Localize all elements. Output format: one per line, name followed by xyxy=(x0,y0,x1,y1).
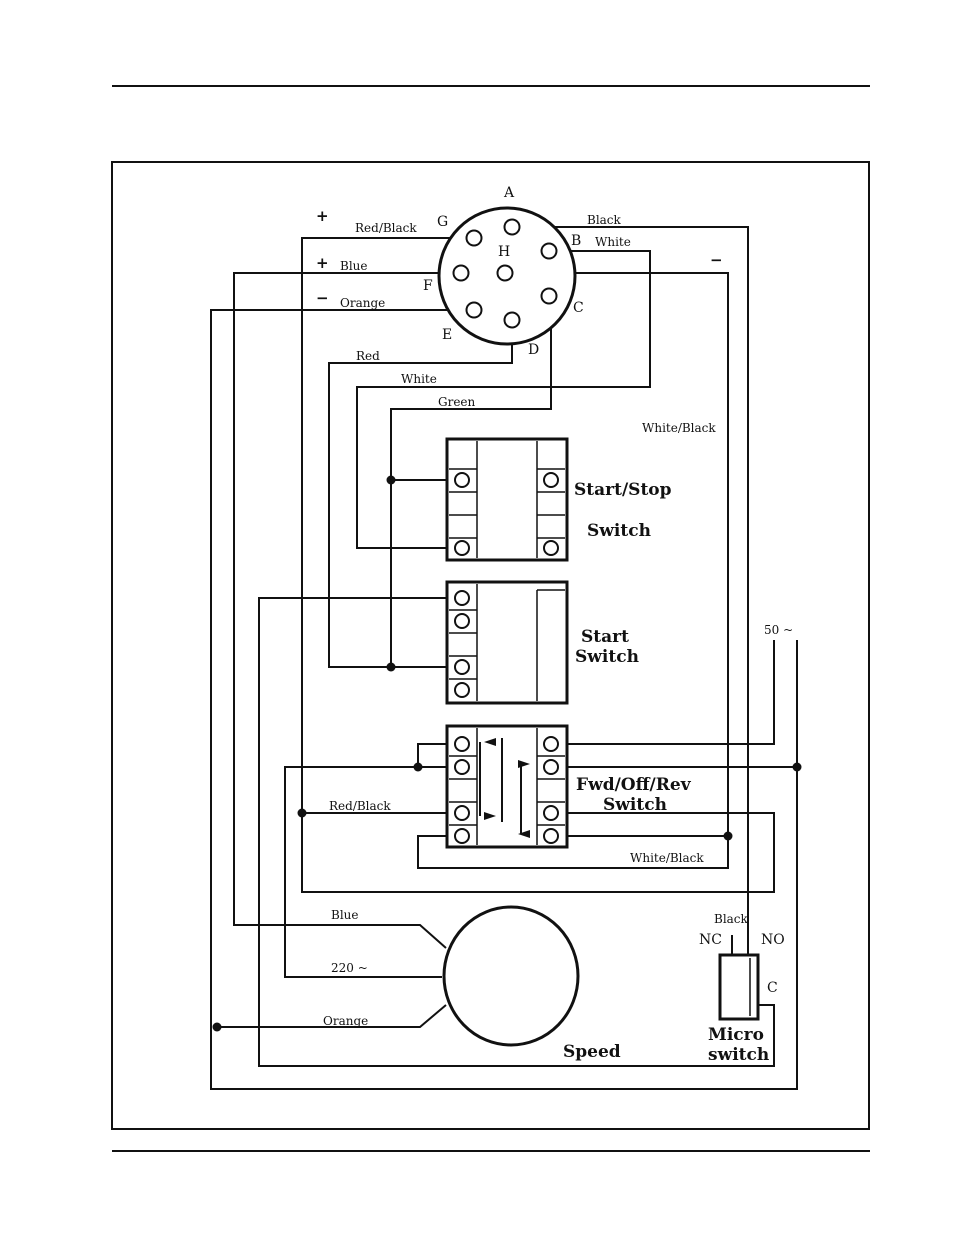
label-orange-top: Orange xyxy=(340,296,385,310)
start-stop-label-2: Switch xyxy=(587,521,651,541)
start-stop-switch xyxy=(445,437,569,562)
terminal xyxy=(543,540,559,556)
plus-sign: + xyxy=(316,254,329,272)
plus-sign: + xyxy=(316,207,329,225)
terminal xyxy=(543,759,559,775)
wire-black-a xyxy=(512,226,749,962)
terminal xyxy=(454,759,470,775)
label-blue-top: Blue xyxy=(340,259,368,273)
junction-dot xyxy=(297,808,307,818)
wire-50-ac xyxy=(553,640,775,745)
minus-sign: − xyxy=(316,289,329,307)
junction-dot xyxy=(723,831,733,841)
arrow-icon xyxy=(484,812,496,820)
start-stop-label-1: Start/Stop xyxy=(574,480,672,500)
label-white-black-top: White/Black xyxy=(642,421,716,435)
terminal xyxy=(543,805,559,821)
pin-label-h: H xyxy=(498,244,510,260)
wire-labels: Red/Black Black White Blue Orange Red Wh… xyxy=(323,213,793,1028)
label-220-ac: 220 ~ xyxy=(331,961,368,975)
label-50-ac: 50 ~ xyxy=(764,623,793,637)
pin-d-hole xyxy=(503,311,521,329)
label-white-top: White xyxy=(595,235,631,249)
junction-dot xyxy=(212,1022,222,1032)
junction-dots xyxy=(212,475,802,1032)
start-stop-switch-body xyxy=(445,437,569,562)
label-red: Red xyxy=(356,349,380,363)
micro-nc-label: NC xyxy=(699,932,722,948)
fwd-off-rev-label-2: Switch xyxy=(603,795,667,815)
speed-label: Speed xyxy=(563,1042,621,1062)
label-black-micro: Black xyxy=(714,912,749,926)
terminal xyxy=(454,736,470,752)
micro-no-label: NO xyxy=(761,932,785,948)
terminal xyxy=(543,736,559,752)
terminal xyxy=(454,805,470,821)
micro-c-label: C xyxy=(767,980,778,996)
label-blue-motor: Blue xyxy=(331,908,359,922)
start-switch xyxy=(445,580,569,705)
terminal xyxy=(454,590,470,606)
arrow-icon xyxy=(518,760,530,768)
speed-motor xyxy=(442,905,580,1047)
pin-label-d: D xyxy=(528,342,539,358)
pin-label-e: E xyxy=(442,327,452,343)
connector: A B C D E F G H xyxy=(423,185,584,358)
wire-red-black-g xyxy=(301,237,775,893)
pin-label-a: A xyxy=(503,185,515,201)
label-white-black-fwd: White/Black xyxy=(630,851,704,865)
micro-switch-body xyxy=(718,953,760,1021)
label-white-mid: White xyxy=(401,372,437,386)
pin-b-hole xyxy=(540,242,558,260)
pin-h-hole xyxy=(496,264,514,282)
junction-dot xyxy=(386,662,396,672)
junction-dot xyxy=(386,475,396,485)
pin-e-hole xyxy=(465,301,483,319)
arrow-icon xyxy=(518,830,530,838)
wire-white-b xyxy=(356,250,651,549)
terminal xyxy=(543,828,559,844)
pin-label-c: C xyxy=(573,300,584,316)
arrow-icon xyxy=(484,738,496,746)
terminal xyxy=(454,613,470,629)
pin-a-hole xyxy=(503,218,521,236)
fwd-off-rev-switch xyxy=(445,724,569,849)
start-label-1: Start xyxy=(581,627,629,647)
junction-dot xyxy=(413,762,423,772)
wire-220-ac xyxy=(284,766,442,978)
fwd-off-rev-label-1: Fwd/Off/Rev xyxy=(576,775,692,795)
terminal xyxy=(454,828,470,844)
pin-f-hole xyxy=(452,264,470,282)
terminal xyxy=(543,472,559,488)
junction-dot xyxy=(792,762,802,772)
minus-sign: − xyxy=(710,251,723,269)
label-red-black-top: Red/Black xyxy=(355,221,417,235)
wire-white-black-h xyxy=(417,272,729,869)
pin-label-g: G xyxy=(437,214,448,230)
micro-switch-label-2: switch xyxy=(708,1045,769,1065)
label-black-top: Black xyxy=(587,213,622,227)
wire-orange-motor xyxy=(217,1004,447,1028)
terminal xyxy=(454,682,470,698)
wire-red-d xyxy=(328,320,513,668)
pin-c-hole xyxy=(540,287,558,305)
label-red-black-fwd: Red/Black xyxy=(329,799,391,813)
label-orange-motor: Orange xyxy=(323,1014,368,1028)
pin-label-b: B xyxy=(571,233,581,249)
diagram-frame xyxy=(111,161,870,1130)
label-green: Green xyxy=(438,395,476,409)
micro-switch-label-1: Micro xyxy=(708,1025,764,1045)
pin-g-hole xyxy=(465,229,483,247)
terminal xyxy=(454,659,470,675)
terminal xyxy=(454,472,470,488)
start-label-2: Switch xyxy=(575,647,639,667)
wire-start-loop xyxy=(258,597,775,1067)
pin-label-f: F xyxy=(423,278,433,294)
wires xyxy=(210,226,798,1090)
wire-orange-e xyxy=(210,309,798,1090)
terminal xyxy=(454,540,470,556)
wire-blue-f xyxy=(233,272,461,949)
